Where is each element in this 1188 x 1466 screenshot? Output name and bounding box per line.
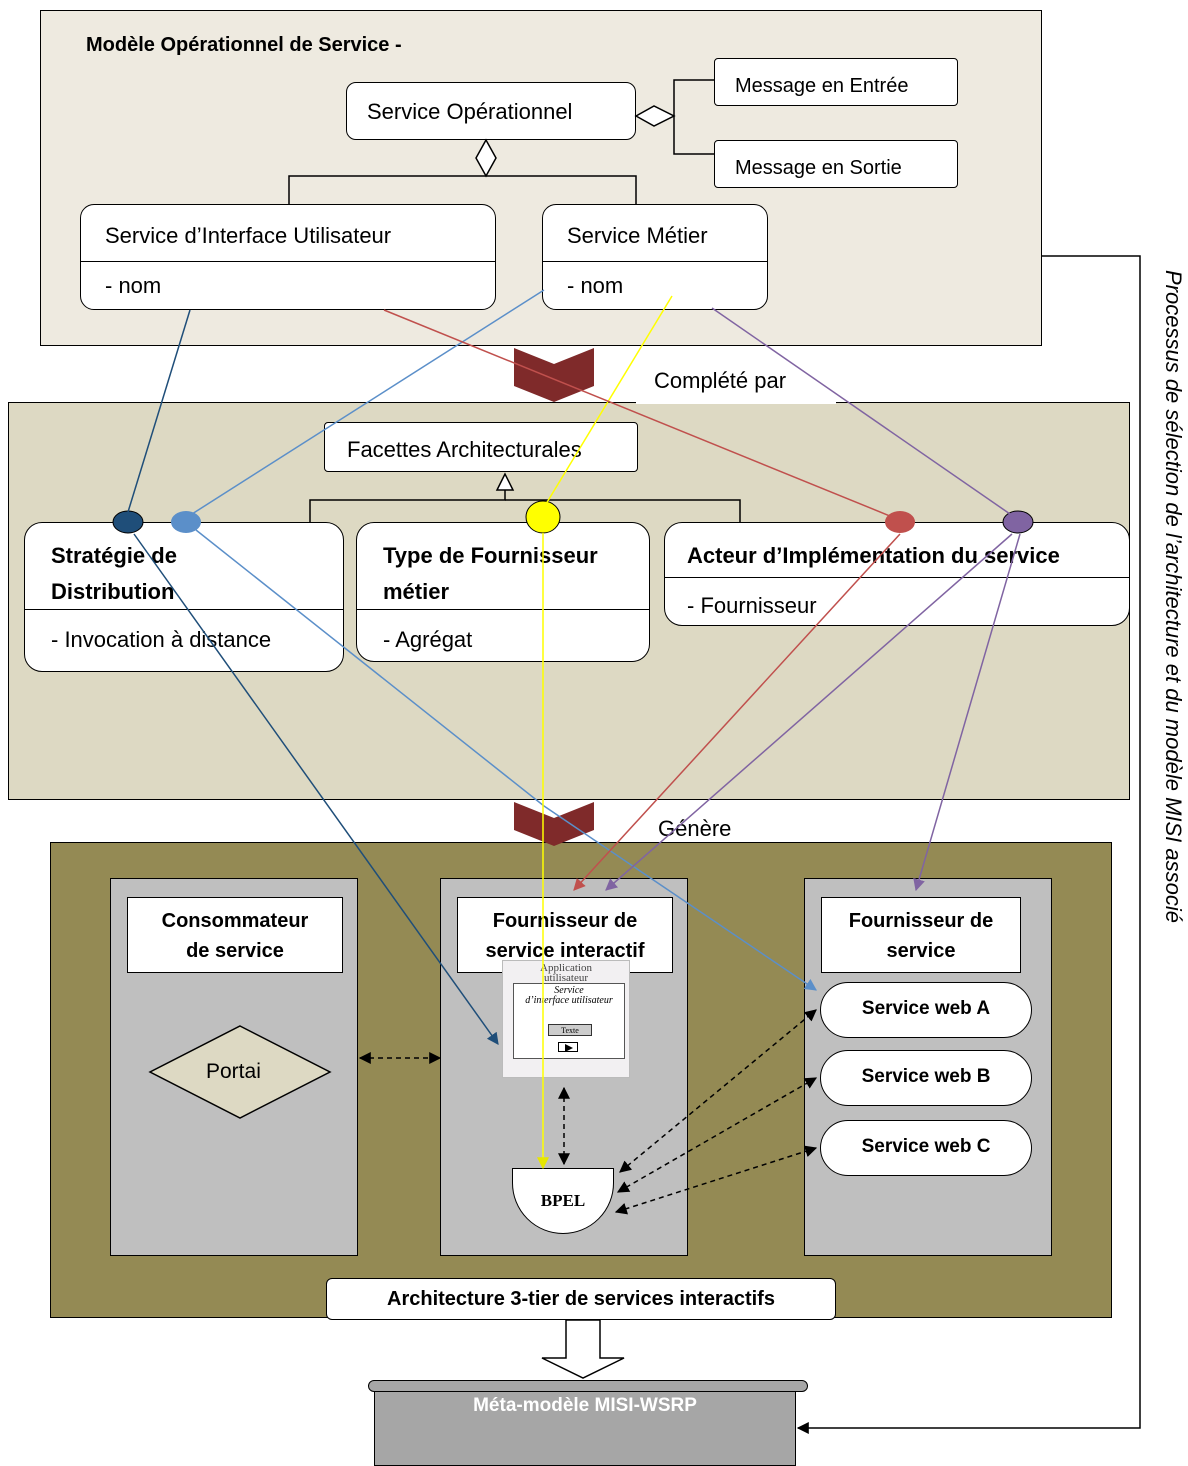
consommateur-header: Consommateur de service xyxy=(127,897,343,973)
service-web-c: Service web C xyxy=(820,1120,1032,1176)
red-line-upper xyxy=(383,309,891,517)
navy-connector-dot xyxy=(112,510,144,534)
blue-line-lower xyxy=(195,529,817,991)
service-metier-attr: - nom xyxy=(567,273,624,298)
fournisseur-line1: Fournisseur de xyxy=(848,910,994,932)
facettes-label: Facettes Architecturales xyxy=(347,437,582,462)
type-fournisseur-box: Type de Fournisseur métier - Agrégat xyxy=(356,522,650,662)
message-entree-box: Message en Entrée xyxy=(714,58,958,106)
chevron-down-icon xyxy=(514,348,594,402)
meta-model-scroll: Méta-modèle MISI-WSRP xyxy=(374,1380,796,1466)
consommateur-line1: Consommateur xyxy=(161,910,309,932)
service-metier-name: Service Métier xyxy=(567,223,708,248)
purple-connector-dot xyxy=(1002,510,1034,534)
purple-line-lower-2 xyxy=(913,533,1021,892)
app-inner-frame: Service d’interface utilisateur Texte xyxy=(513,983,625,1059)
composition-diamond-vertical xyxy=(288,138,637,204)
feedback-connector xyxy=(796,255,1141,1434)
strategie-name-2: Distribution xyxy=(51,579,175,604)
blue-line-upper xyxy=(191,289,545,515)
message-sortie-label: Message en Sortie xyxy=(735,157,902,179)
scroll-roll xyxy=(368,1380,808,1392)
fournisseur-interactif-line1: Fournisseur de xyxy=(492,910,638,932)
dashed-interactions xyxy=(358,1009,818,1215)
service-interface-attr: - nom xyxy=(105,273,162,298)
portail-label: Portai xyxy=(206,1060,261,1083)
type-fournisseur-name-2: métier xyxy=(383,579,450,604)
type-fournisseur-attr: - Agrégat xyxy=(383,627,473,652)
genere-label: Génère xyxy=(658,816,732,841)
generalization-tree xyxy=(309,472,741,522)
navy-line-upper xyxy=(127,309,191,513)
app-title-2: utilisateur xyxy=(544,972,588,984)
purple-line-upper xyxy=(711,307,1011,515)
facettes-box: Facettes Architecturales xyxy=(324,422,638,472)
application-window: Application utilisateur Service d’interf… xyxy=(502,960,630,1078)
composition-diamond-horizontal xyxy=(634,79,714,155)
fournisseur-header: Fournisseur de service xyxy=(821,897,1021,973)
purple-line-lower-1 xyxy=(605,533,1013,891)
service-interface-name: Service d’Interface Utilisateur xyxy=(105,223,392,248)
fournisseur-interactif-header: Fournisseur de service interactif xyxy=(457,897,673,973)
chevron-down-icon xyxy=(514,802,594,846)
fournisseur-interactif-line2: service interactif xyxy=(485,940,645,962)
navy-line-lower xyxy=(133,533,499,1045)
app-title-1: Application xyxy=(540,962,592,974)
red-line-lower xyxy=(573,533,901,891)
service-interface-box: Service d’Interface Utilisateur - nom xyxy=(80,204,496,310)
type-fournisseur-name-1: Type de Fournisseur xyxy=(383,543,598,568)
complete-par-label: Complété par xyxy=(654,368,787,393)
consommateur-line2: de service xyxy=(186,940,284,962)
service-operationnel-box: Service Opérationnel xyxy=(346,82,636,140)
app-sub-2: d’interface utilisateur xyxy=(525,995,613,1006)
service-web-a: Service web A xyxy=(820,982,1032,1038)
meta-model-label: Méta-modèle MISI-WSRP xyxy=(473,1395,697,1416)
yellow-line-upper xyxy=(545,295,673,505)
hollow-down-arrow-icon xyxy=(541,1319,625,1379)
acteur-attr: - Fournisseur xyxy=(687,593,817,618)
portail-diamond xyxy=(148,1025,332,1119)
message-sortie-box: Message en Sortie xyxy=(714,140,958,188)
operational-model-title: Modèle Opérationnel de Service - xyxy=(86,34,402,56)
strategie-box: Stratégie de Distribution - Invocation à… xyxy=(24,522,344,672)
red-connector-dot xyxy=(885,511,915,533)
yellow-connector-dot xyxy=(525,500,561,534)
complete-par-label-bg: Complété par xyxy=(636,364,836,404)
play-icon[interactable] xyxy=(558,1042,578,1052)
message-entree-label: Message en Entrée xyxy=(735,75,909,97)
service-operationnel-label: Service Opérationnel xyxy=(367,99,573,124)
service-web-b: Service web B xyxy=(820,1050,1032,1106)
app-sub-1: Service xyxy=(554,985,584,996)
architecture-footer: Architecture 3-tier de services interact… xyxy=(326,1278,836,1320)
fournisseur-line2: service xyxy=(886,940,956,962)
blue-connector-dot xyxy=(171,511,201,533)
strategie-attr: - Invocation à distance xyxy=(51,627,272,652)
service-metier-box: Service Métier - nom xyxy=(542,204,768,310)
app-text-button[interactable]: Texte xyxy=(548,1024,592,1036)
